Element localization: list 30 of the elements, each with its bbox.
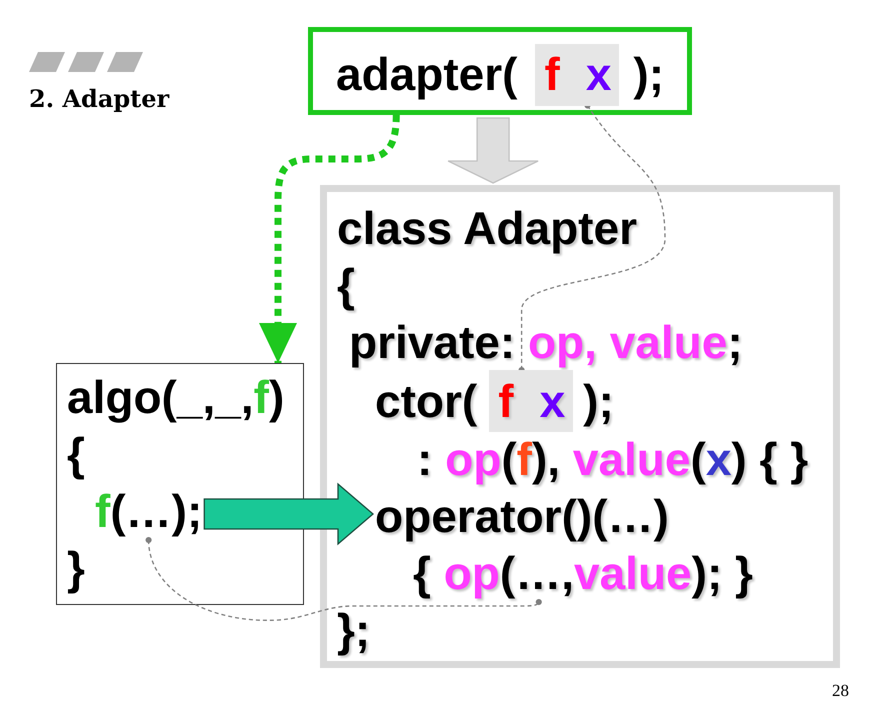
code-line: operator()(…) <box>375 488 669 545</box>
code-line: { <box>67 427 85 482</box>
code-line: : op(f), value(x) { } <box>417 432 808 487</box>
dotted-arrow <box>259 114 400 363</box>
code-line: { op(…,value); } <box>413 545 753 602</box>
highlight-box <box>489 370 574 432</box>
code-text: f <box>544 47 560 102</box>
code-line: } <box>67 541 85 596</box>
block-arrow <box>204 482 374 546</box>
code-text: f <box>498 374 514 428</box>
code-text: ctor( <box>375 374 478 428</box>
code-text: ); <box>633 47 664 102</box>
highlight-box <box>535 44 620 106</box>
slide-title: 2. Adapter <box>29 84 170 114</box>
code-text: ); <box>583 374 614 428</box>
code-line: class Adapter <box>337 201 637 256</box>
code-line: algo(_,_,f) <box>67 370 284 425</box>
code-line: private: op, value; <box>349 315 743 370</box>
code-box <box>308 27 692 115</box>
code-line: f(…); <box>95 483 202 540</box>
code-text: adapter( <box>336 47 518 102</box>
leader-line <box>146 536 542 621</box>
page-number: 28 <box>832 681 849 701</box>
code-text: x <box>540 374 566 428</box>
code-line: }; <box>337 603 370 658</box>
code-box <box>320 185 840 668</box>
block-arrow <box>447 117 539 184</box>
code-text: x <box>586 47 612 102</box>
code-box <box>56 363 304 605</box>
code-line: { <box>337 258 355 313</box>
